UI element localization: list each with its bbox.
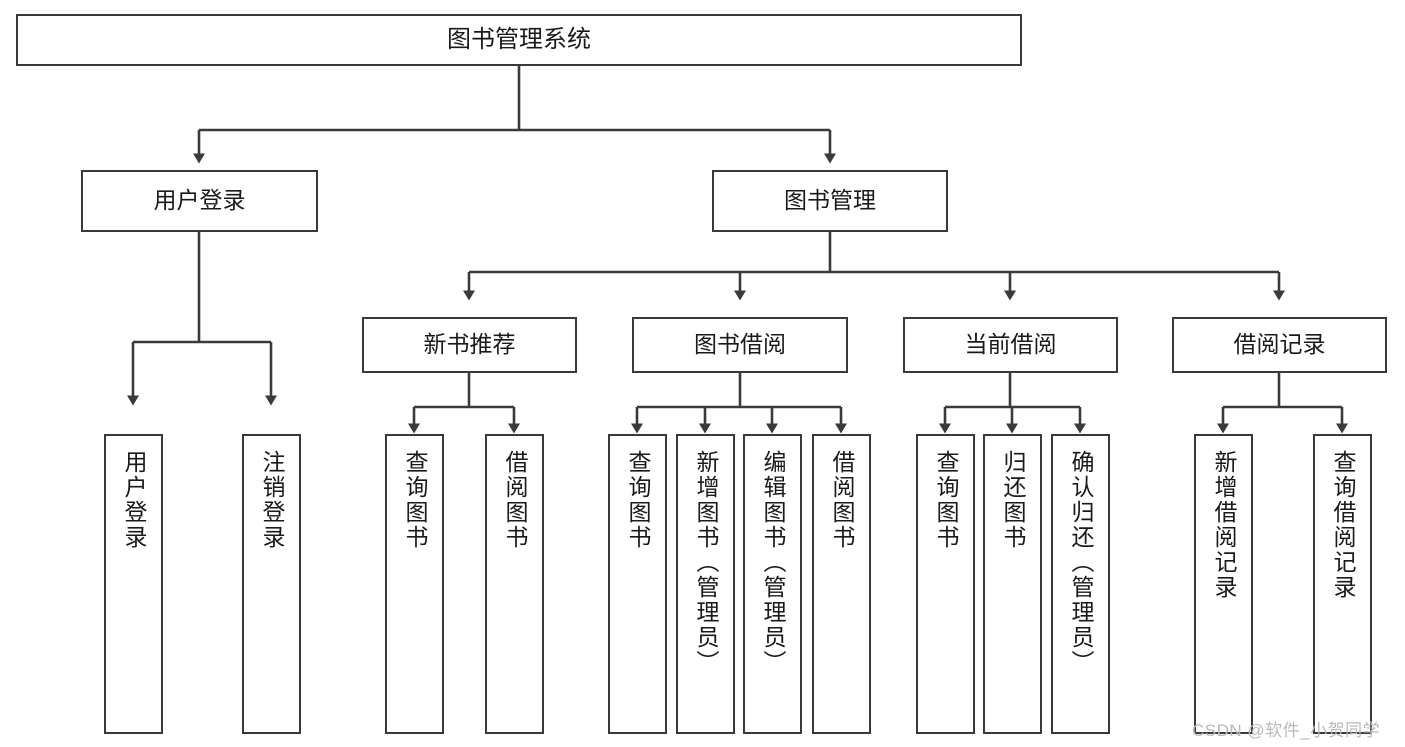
leaf-label: 借阅图书 <box>829 450 855 550</box>
leaf-label: 借阅图书 <box>502 450 528 550</box>
leaf-current-borrow-query[interactable]: 查询图书 <box>916 434 975 734</box>
node-current-borrow-label: 当前借阅 <box>964 331 1057 358</box>
leaf-label: 新增借阅记录 <box>1211 450 1237 600</box>
leaf-label: 查询图书 <box>625 450 651 550</box>
leaf-label: 查询图书 <box>402 450 428 550</box>
leaf-borrow-record-query[interactable]: 查询借阅记录 <box>1313 434 1372 734</box>
leaf-label: 注销登录 <box>259 450 285 550</box>
leaf-label: 归还图书 <box>1000 450 1026 550</box>
leaf-label: 查询图书 <box>933 450 959 550</box>
node-root-label: 图书管理系统 <box>447 25 591 53</box>
leaf-user-login-logout[interactable]: 注销登录 <box>242 434 301 734</box>
watermark-text: CSDN @软件_小贺同学 <box>1192 721 1381 740</box>
leaf-label: 用户登录 <box>121 450 147 550</box>
leaf-book-borrow-add[interactable]: 新增图书（管理员） <box>676 434 735 734</box>
leaf-book-borrow-query[interactable]: 查询图书 <box>608 434 667 734</box>
leaf-current-borrow-return[interactable]: 归还图书 <box>983 434 1042 734</box>
leaf-book-borrow-lend[interactable]: 借阅图书 <box>812 434 871 734</box>
node-book-management[interactable]: 图书管理 <box>712 170 948 232</box>
leaf-label: 确认归还（管理员） <box>1068 450 1094 675</box>
node-user-login[interactable]: 用户登录 <box>81 170 318 232</box>
leaf-book-borrow-edit[interactable]: 编辑图书（管理员） <box>743 434 802 734</box>
node-book-borrow[interactable]: 图书借阅 <box>632 317 848 373</box>
node-new-book-recommend[interactable]: 新书推荐 <box>362 317 577 373</box>
leaf-new-book-borrow[interactable]: 借阅图书 <box>485 434 544 734</box>
node-new-book-recommend-label: 新书推荐 <box>423 331 516 358</box>
leaf-new-book-query[interactable]: 查询图书 <box>385 434 444 734</box>
leaf-label: 新增图书（管理员） <box>693 450 719 675</box>
node-book-borrow-label: 图书借阅 <box>694 331 786 358</box>
node-root[interactable]: 图书管理系统 <box>16 14 1022 66</box>
node-borrow-record[interactable]: 借阅记录 <box>1172 317 1387 373</box>
node-current-borrow[interactable]: 当前借阅 <box>903 317 1118 373</box>
leaf-user-login-login[interactable]: 用户登录 <box>104 434 163 734</box>
leaf-label: 编辑图书（管理员） <box>760 450 786 675</box>
leaf-label: 查询借阅记录 <box>1330 450 1356 600</box>
leaf-current-borrow-confirm[interactable]: 确认归还（管理员） <box>1051 434 1110 734</box>
node-user-login-label: 用户登录 <box>153 187 246 214</box>
leaf-borrow-record-add[interactable]: 新增借阅记录 <box>1194 434 1253 734</box>
node-borrow-record-label: 借阅记录 <box>1233 331 1326 358</box>
node-book-management-label: 图书管理 <box>784 187 876 214</box>
